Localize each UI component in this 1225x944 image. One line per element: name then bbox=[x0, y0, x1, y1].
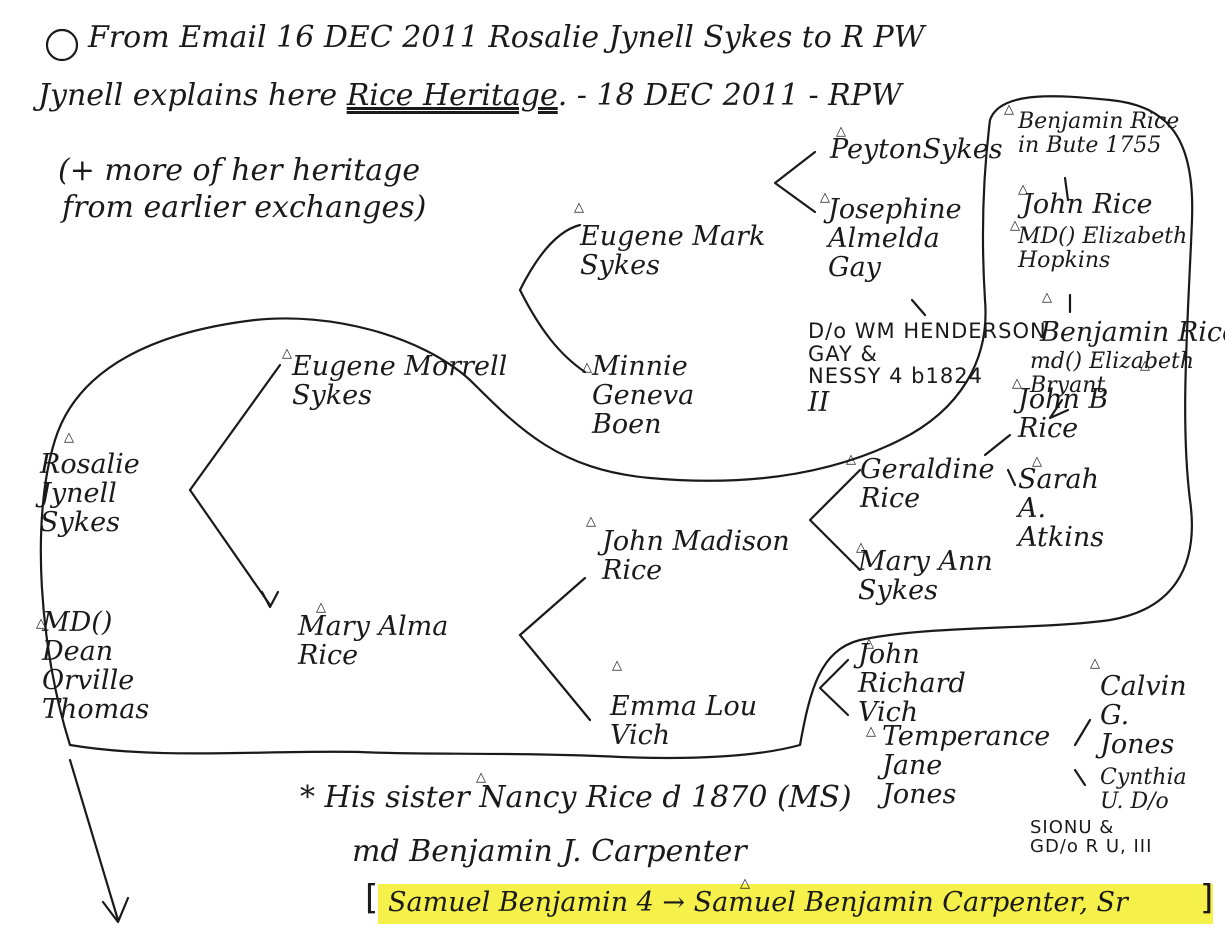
bracket-sarah bbox=[1006, 468, 1017, 487]
person-mary-ann: Mary Ann Sykes bbox=[858, 546, 993, 607]
person-calvin: Calvin G. Jones bbox=[1100, 671, 1187, 761]
triangle-marker: △ bbox=[586, 514, 596, 529]
person-dean: MD() Dean Orville Thomas bbox=[42, 607, 150, 726]
bracket-john-b bbox=[983, 433, 1012, 457]
person-mary-alma: Mary Alma Rice bbox=[298, 611, 449, 672]
triangle-marker: △ bbox=[282, 346, 292, 361]
footer-sister: * His sister Nancy Rice d 1870 (MS) bbox=[300, 780, 852, 815]
triangle-marker: △ bbox=[582, 360, 592, 375]
outline-bottom-loop bbox=[39, 95, 1194, 760]
triangle-marker: △ bbox=[612, 658, 622, 673]
person-john-b: John B Rice bbox=[1018, 384, 1109, 445]
triangle-marker: △ bbox=[64, 430, 74, 445]
triangle-marker: △ bbox=[1032, 454, 1042, 469]
bracket-eugene-mark bbox=[518, 223, 582, 292]
triangle-marker: △ bbox=[820, 190, 830, 205]
header-line-2-post: . - 18 DEC 2011 - RPW bbox=[557, 78, 902, 113]
triangle-marker: △ bbox=[740, 876, 750, 891]
footer-married: md Benjamin J. Carpenter bbox=[352, 834, 747, 869]
line-rosalie-eugene bbox=[188, 363, 282, 492]
bracket-peyton bbox=[773, 150, 817, 214]
person-peyton: PeytonSykes bbox=[830, 134, 1003, 165]
footer-highlight: Samuel Benjamin 4 → Samuel Benjamin Carp… bbox=[388, 887, 1128, 918]
triangle-marker: △ bbox=[1012, 376, 1022, 391]
bracket-right: ] bbox=[1200, 878, 1214, 918]
note-simon: SIONU & GD/o R U, III bbox=[1030, 817, 1153, 858]
triangle-marker: △ bbox=[1042, 290, 1052, 305]
header-line-1: From Email 16 DEC 2011 Rosalie Jynell Sy… bbox=[88, 20, 925, 55]
arrow-bottom bbox=[68, 758, 120, 922]
triangle-marker: △ bbox=[1010, 218, 1020, 233]
note-roman-ii: II bbox=[808, 387, 830, 418]
triangle-marker: △ bbox=[856, 540, 866, 555]
line-rosalie-mary bbox=[188, 488, 272, 607]
note-line-2: from earlier exchanges) bbox=[62, 190, 427, 225]
triangle-marker: △ bbox=[836, 124, 846, 139]
bracket-john-richard bbox=[818, 658, 850, 717]
person-cynthia: Cynthia U. D/o bbox=[1100, 765, 1187, 814]
header-line-2: Jynell explains here Rice Heritage. - 18… bbox=[38, 78, 902, 113]
triangle-marker: △ bbox=[1140, 358, 1150, 373]
person-john-rice: John Rice bbox=[1022, 189, 1153, 220]
triangle-marker: △ bbox=[36, 616, 46, 631]
person-benjamin-rice-2: Benjamin Rice bbox=[1040, 317, 1225, 348]
person-john-madison: John Madison Rice bbox=[602, 526, 790, 587]
header-underlined: Rice Heritage bbox=[346, 78, 558, 113]
line-to-minnie bbox=[518, 288, 587, 374]
person-emma-lou: Emma Lou Vich bbox=[610, 691, 758, 752]
person-eugene-mark: Eugene Mark Sykes bbox=[580, 221, 766, 282]
line-mary-emma bbox=[518, 633, 592, 722]
person-geraldine: Geraldine Rice bbox=[860, 454, 995, 515]
person-md-elizabeth-bryant: md() Elizabeth Bryant bbox=[1030, 349, 1195, 398]
triangle-marker: △ bbox=[476, 770, 486, 785]
arrow-gay bbox=[910, 298, 927, 317]
arrow-bottom-head bbox=[101, 896, 130, 924]
person-benjamin-rice: Benjamin Rice in Bute 1755 bbox=[1018, 109, 1180, 158]
person-temperance: Temperance Jane Jones bbox=[882, 721, 1051, 811]
bullet-circle bbox=[45, 28, 79, 62]
triangle-marker: △ bbox=[846, 452, 856, 467]
arrow-john-rice bbox=[1063, 176, 1070, 202]
triangle-marker: △ bbox=[866, 724, 876, 739]
person-minnie: Minnie Geneva Boen bbox=[592, 351, 695, 441]
person-josephine: Josephine Almelda Gay bbox=[828, 194, 962, 284]
highlight-band bbox=[378, 884, 1213, 924]
arrow-bryant bbox=[1048, 398, 1070, 420]
line-calvin bbox=[1073, 718, 1092, 747]
triangle-marker: △ bbox=[316, 600, 326, 615]
note-line-1: (+ more of her heritage bbox=[58, 153, 421, 188]
triangle-marker: △ bbox=[1090, 656, 1100, 671]
arrow-mary-head bbox=[260, 590, 280, 609]
triangle-marker: △ bbox=[1018, 182, 1028, 197]
note-dau-wm: D/o WM HENDERSON GAY & NESSY 4 b1824 bbox=[808, 319, 1047, 389]
header-line-2-pre: Jynell explains here bbox=[38, 78, 347, 113]
person-rosalie: Rosalie Jynell Sykes bbox=[40, 449, 140, 539]
triangle-marker: △ bbox=[1004, 102, 1014, 117]
triangle-marker: △ bbox=[864, 636, 874, 651]
triangle-marker: △ bbox=[574, 200, 584, 215]
person-sarah: Sarah A. Atkins bbox=[1018, 464, 1105, 554]
bracket-left: [ bbox=[365, 878, 379, 918]
person-eugene-morrell: Eugene Morrell Sykes bbox=[292, 351, 508, 412]
person-md-elizabeth-hopkins: MD() Elizabeth Hopkins bbox=[1018, 224, 1188, 273]
line-cynthia bbox=[1073, 768, 1087, 787]
person-john-richard: John Richard Vich bbox=[858, 639, 966, 729]
line-mary-john bbox=[518, 576, 587, 637]
bracket-geraldine bbox=[808, 468, 862, 572]
